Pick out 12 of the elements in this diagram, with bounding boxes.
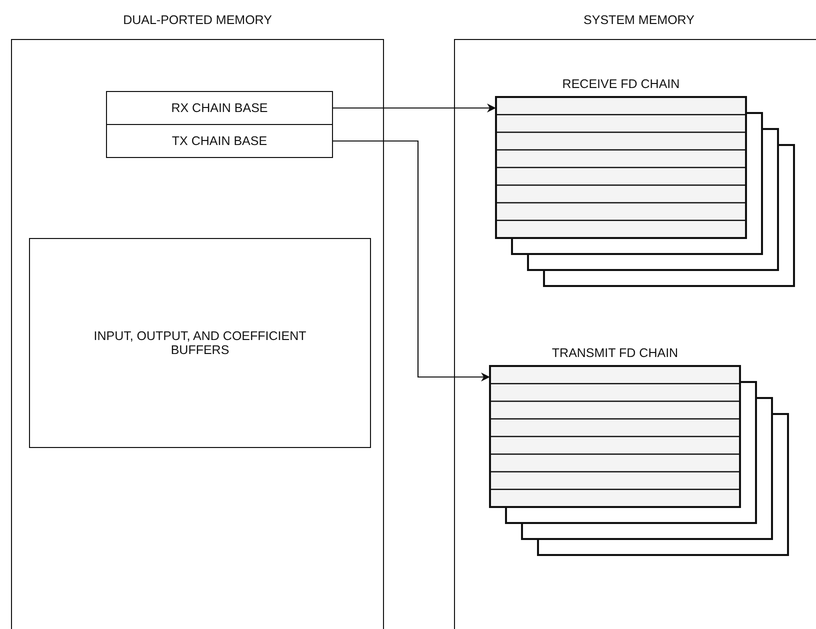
box-label: RX CHAIN BASE [171, 101, 268, 115]
stack-heading: RECEIVE FD CHAIN [561, 77, 681, 91]
register-box [106, 124, 333, 158]
box-label: TX CHAIN BASE [172, 134, 268, 148]
panel-heading: DUAL-PORTED MEMORY [122, 13, 273, 27]
arrow [333, 140, 490, 382]
buffer-region [29, 238, 371, 448]
box-label: INPUT, OUTPUT, AND COEFFICIENT BUFFERS [92, 329, 308, 357]
stack-heading: TRANSMIT FD CHAIN [550, 346, 680, 360]
panel-heading: SYSTEM MEMORY [582, 13, 696, 27]
arrow [333, 104, 496, 112]
register-box [106, 91, 333, 125]
